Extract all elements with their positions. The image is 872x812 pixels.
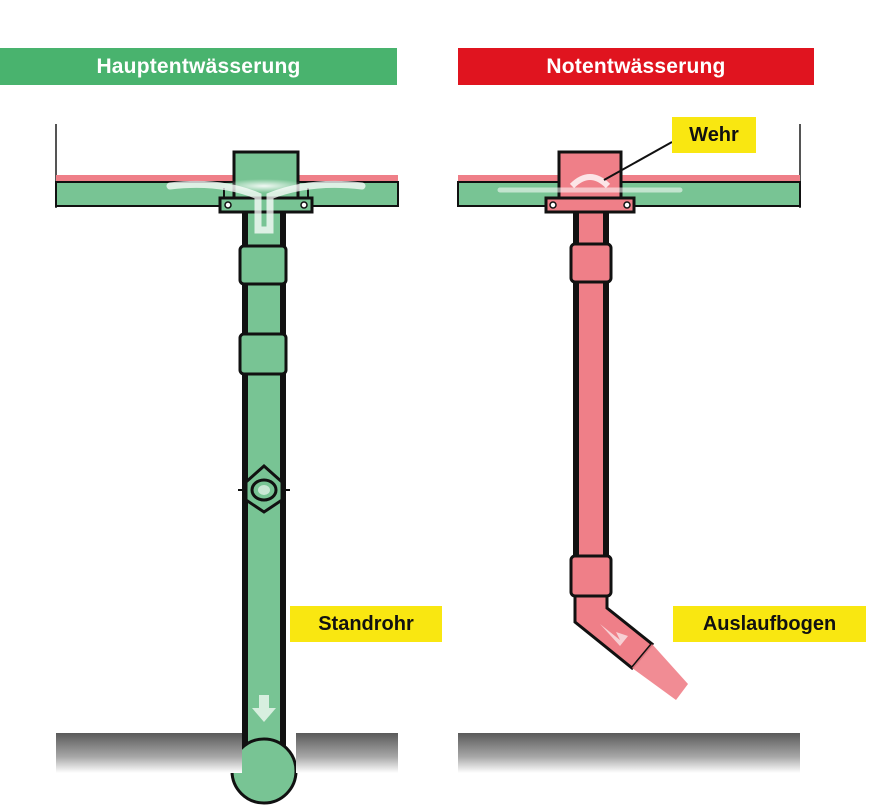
right-weir-overflow	[569, 174, 611, 189]
label-auslaufbogen: Auslaufbogen	[673, 606, 866, 642]
right-drain-head	[497, 141, 683, 214]
left-standpipe	[230, 208, 298, 805]
left-pipe-socket-1	[238, 244, 288, 286]
right-ground	[458, 733, 800, 773]
header-notentwaesserung: Notentwässerung	[458, 48, 814, 85]
right-pipe-socket-2	[569, 554, 613, 598]
left-drain-head	[166, 150, 366, 234]
left-ground	[56, 733, 398, 773]
right-outlet-bend	[573, 594, 655, 671]
left-pipe-clamp	[238, 463, 290, 514]
header-hauptentwaesserung: Hauptentwässerung	[0, 48, 397, 85]
left-roof	[55, 124, 399, 208]
right-emergency-pipe	[569, 208, 688, 700]
right-flow-arrow	[600, 624, 628, 646]
right-water-level-red	[458, 175, 800, 182]
left-pipe-socket-2	[238, 332, 288, 376]
wehr-pointer	[603, 141, 673, 181]
left-flow-arrow	[252, 695, 276, 722]
label-standrohr: Standrohr	[290, 606, 442, 642]
right-pipe-socket-1	[569, 242, 613, 284]
left-water-level-red	[56, 175, 398, 182]
label-wehr: Wehr	[672, 117, 756, 153]
